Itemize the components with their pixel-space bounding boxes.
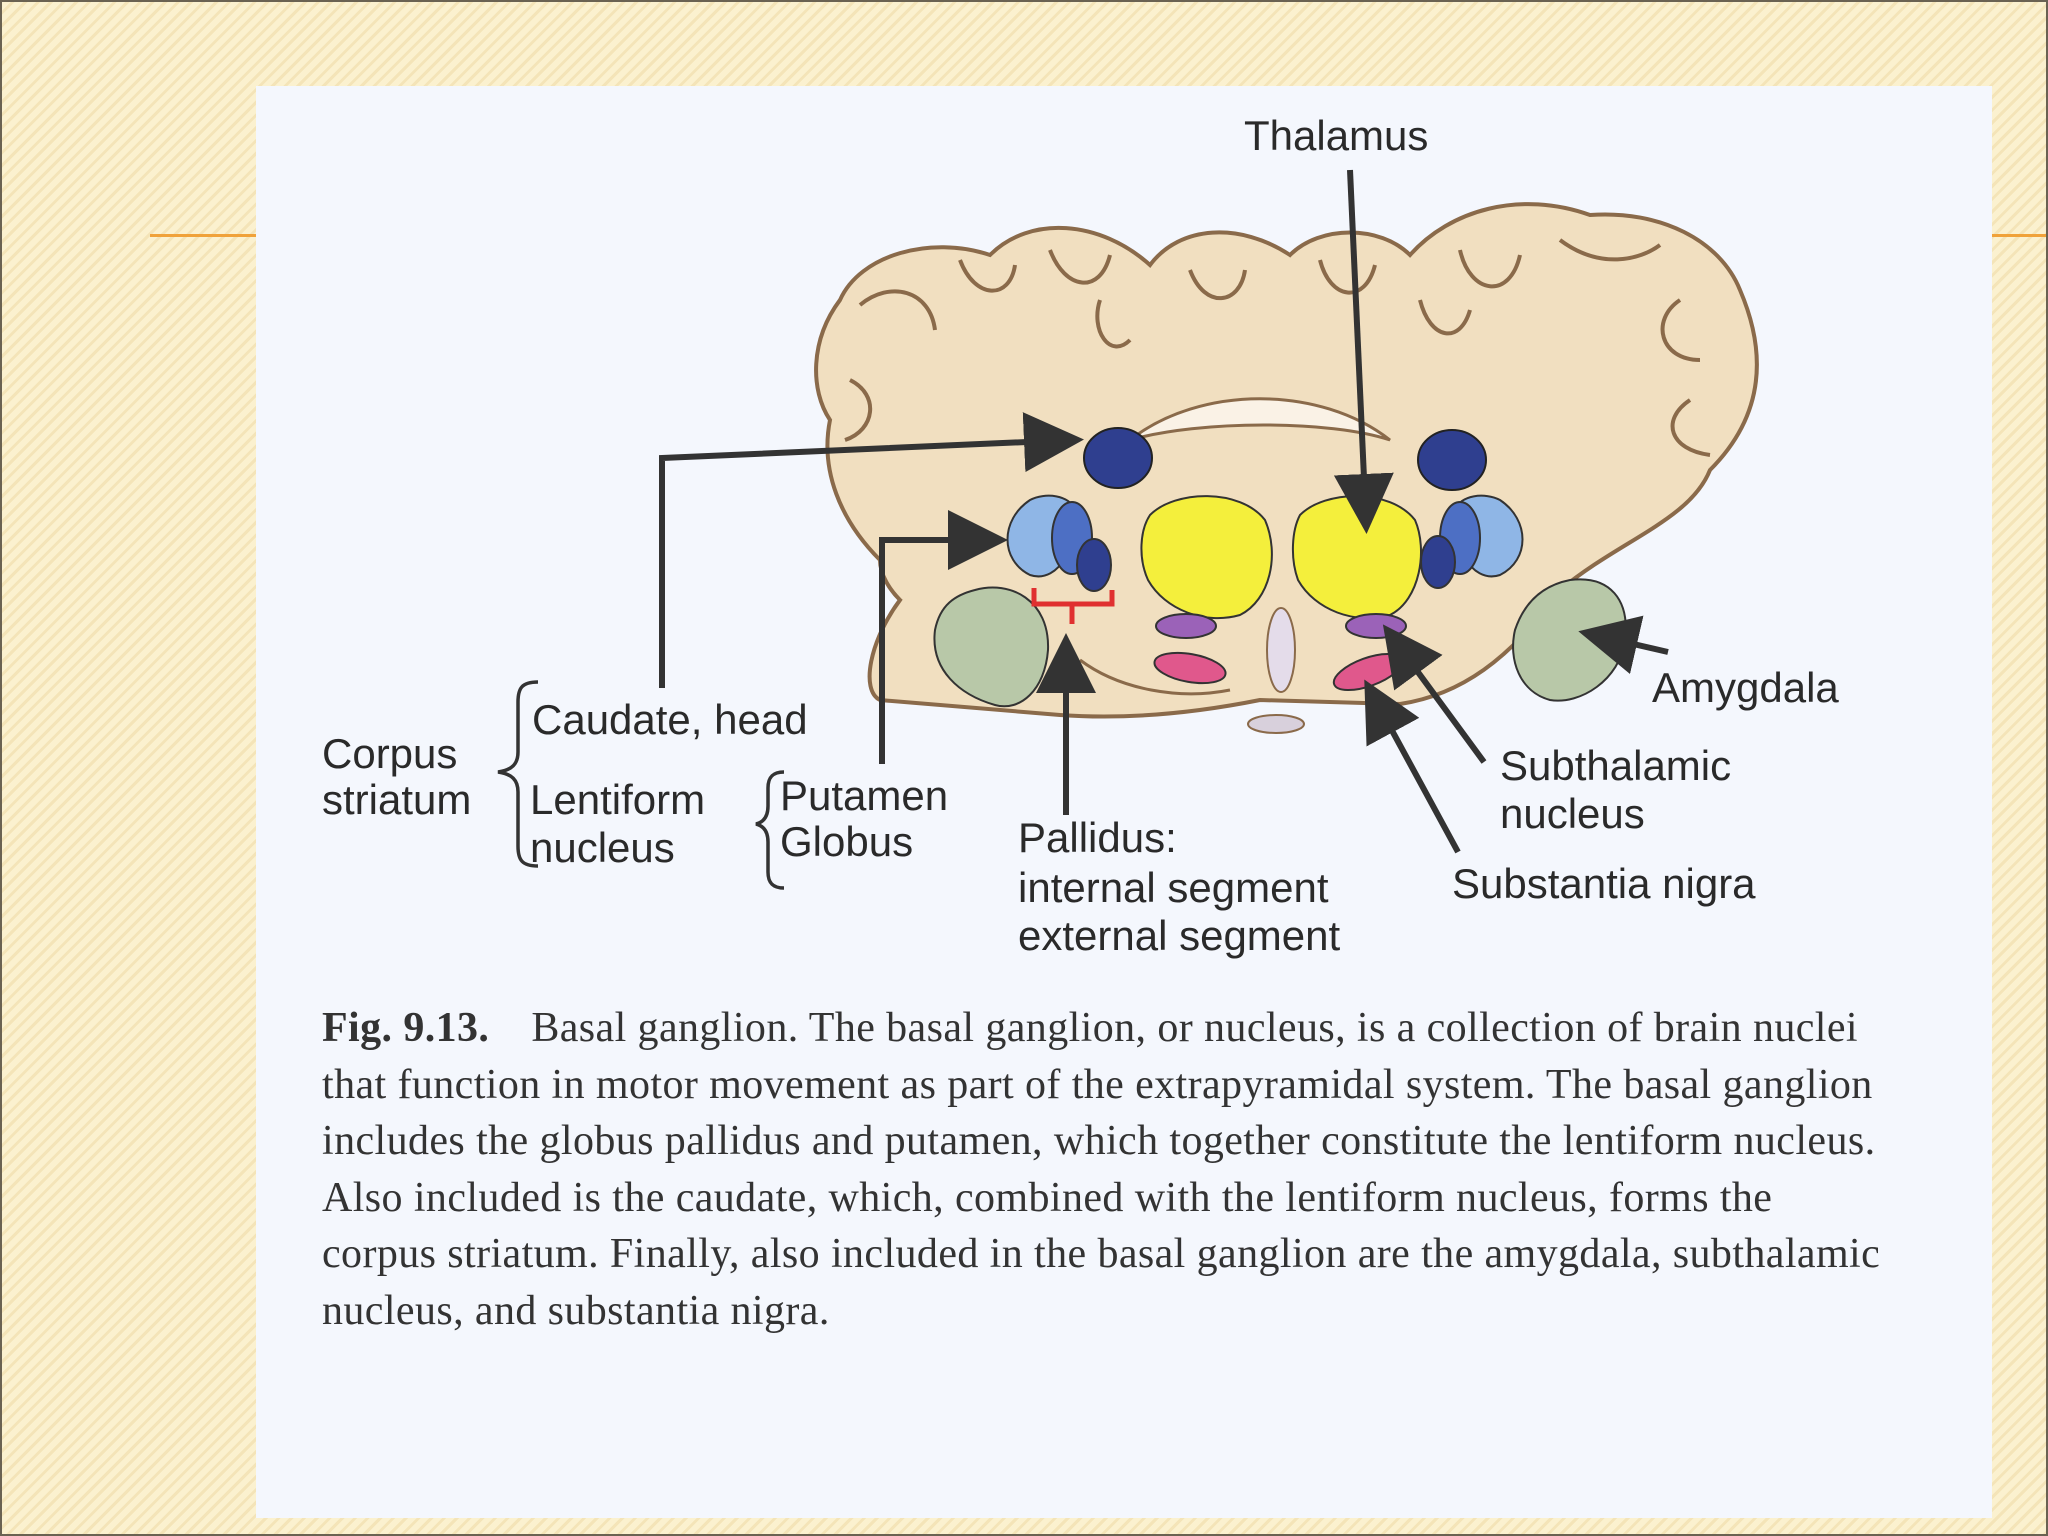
corpus-striatum-brace [497, 680, 539, 868]
label-thalamus: Thalamus [1244, 112, 1428, 159]
leader-lines [659, 169, 1669, 854]
label-subthalamic: Subthalamic [1500, 742, 1731, 789]
caudate-left [1083, 427, 1153, 489]
globus-internal-right [1420, 535, 1456, 589]
label-pallidus: Pallidus: [1018, 814, 1177, 861]
substantia-nigra-left [1153, 651, 1227, 685]
label-lentiform: Lentiform [530, 776, 705, 823]
subthalamic-arrow [1382, 624, 1487, 764]
brain-section [814, 202, 1759, 734]
label-caudate-head: Caudate, head [532, 696, 808, 743]
figure-caption: Fig. 9.13.Basal ganglion. The basal gang… [322, 1000, 1882, 1339]
caudate-arrow [659, 412, 1084, 688]
caption-text: Basal ganglion. The basal ganglion, or n… [322, 1005, 1881, 1334]
figure-number: Fig. 9.13. [322, 1005, 490, 1051]
label-globus: Globus [780, 818, 913, 865]
globus-internal-left [1076, 538, 1112, 592]
label-internal-segment: internal segment [1018, 864, 1329, 911]
lentiform-brace [755, 770, 785, 890]
label-substantia-nigra: Substantia nigra [1452, 860, 1756, 907]
label-lentiform-nucleus: nucleus [530, 824, 675, 871]
brain-outline [814, 202, 1759, 719]
subthalamic-nucleus-right [1345, 613, 1407, 639]
title-accent-line-left [150, 234, 258, 237]
label-external-segment: external segment [1018, 912, 1341, 959]
substantia-nigra-arrow [1364, 679, 1461, 854]
label-putamen: Putamen [780, 772, 948, 819]
cortex-gyri [844, 238, 1711, 457]
amygdala-arrow [1578, 615, 1669, 675]
label-striatum: striatum [322, 776, 471, 823]
thalamus-left [1140, 495, 1273, 620]
basal-ganglion-diagram: Thalamus Amygdala Caudate, head Corpus s… [322, 112, 1839, 959]
pallidus-bracket-marker [1031, 588, 1115, 624]
caudate-right [1417, 429, 1487, 491]
label-subthalamic-nucleus: nucleus [1500, 790, 1645, 837]
brainstem-base [1247, 714, 1305, 734]
label-corpus: Corpus [322, 730, 457, 777]
corpus-callosum [1129, 397, 1391, 442]
subthalamic-nucleus-left [1155, 613, 1217, 639]
putamen-arrow [879, 510, 1008, 764]
thalamus-arrow [1333, 169, 1394, 534]
braces [497, 680, 785, 890]
title-accent-line-right [1990, 234, 2046, 237]
label-amygdala: Amygdala [1652, 664, 1839, 711]
figure-panel: Thalamus Amygdala Caudate, head Corpus s… [256, 86, 1992, 1518]
third-ventricle [1266, 607, 1296, 693]
